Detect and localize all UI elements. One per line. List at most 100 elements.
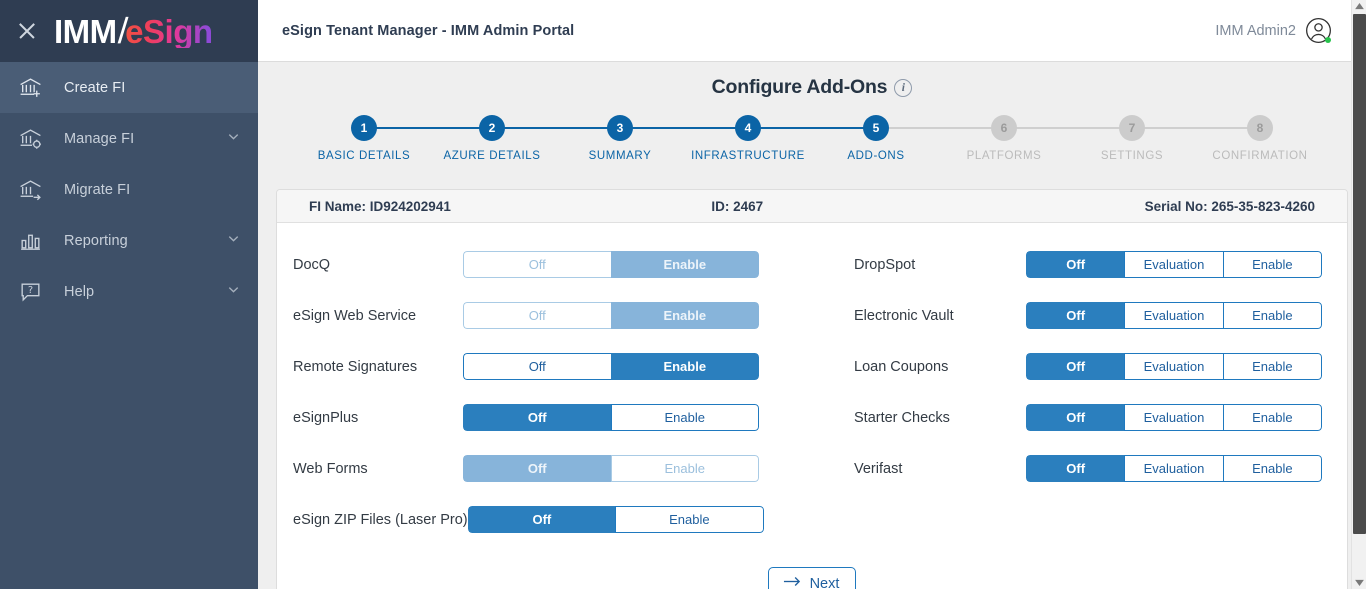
- addon-option-off: Off: [463, 455, 611, 482]
- stepper-step-number[interactable]: 2: [479, 115, 505, 141]
- addon-option-off[interactable]: Off: [1026, 302, 1125, 329]
- addon-option-off[interactable]: Off: [1026, 251, 1125, 278]
- addon-option-evaluation[interactable]: Evaluation: [1124, 455, 1223, 482]
- page-title: Configure Add-Ons i: [276, 62, 1348, 99]
- addon-option-enable[interactable]: Enable: [615, 506, 764, 533]
- addon-option-evaluation[interactable]: Evaluation: [1124, 302, 1223, 329]
- addon-option-off[interactable]: Off: [1026, 455, 1125, 482]
- addon-option-off[interactable]: Off: [1026, 404, 1125, 431]
- stepper-step-add-ons[interactable]: 5: [812, 115, 940, 141]
- sidebar-item-label: Help: [64, 283, 95, 300]
- addon-option-enable[interactable]: Enable: [1222, 353, 1322, 380]
- stepper-step-label: ADD-ONS: [847, 150, 905, 162]
- addon-label: Verifast: [854, 460, 903, 477]
- sidebar-item-label: Migrate FI: [64, 181, 131, 198]
- fi-info-bar: FI Name: ID924202941 ID: 2467 Serial No:…: [277, 190, 1347, 223]
- card-footer: Next: [277, 557, 1347, 589]
- stepper-step-basic-details[interactable]: 1: [300, 115, 428, 141]
- stepper-step-label: INFRASTRUCTURE: [691, 150, 805, 162]
- chevron-down-icon[interactable]: [226, 231, 242, 250]
- user-menu[interactable]: IMM Admin2: [1215, 17, 1332, 44]
- sidebar-item-migrate-fi[interactable]: Migrate FI: [0, 164, 258, 215]
- stepper-step-number[interactable]: 4: [735, 115, 761, 141]
- addon-option-evaluation[interactable]: Evaluation: [1124, 404, 1223, 431]
- info-icon[interactable]: i: [894, 78, 913, 97]
- stepper-step-label: CONFIRMATION: [1212, 150, 1308, 162]
- addon-option-off[interactable]: Off: [1026, 353, 1125, 380]
- page-header-title: eSign Tenant Manager - IMM Admin Portal: [282, 22, 575, 39]
- stepper-step-number[interactable]: 6: [991, 115, 1017, 141]
- addon-option-off[interactable]: Off: [467, 506, 616, 533]
- scroll-up-icon[interactable]: [1352, 0, 1366, 13]
- addon-option-enable[interactable]: Enable: [1222, 404, 1322, 431]
- sidebar-item-help[interactable]: ? Help: [0, 266, 258, 317]
- chevron-down-icon[interactable]: [226, 129, 242, 148]
- logo-imm-text: IMM: [54, 13, 117, 50]
- chevron-down-icon[interactable]: [226, 282, 242, 301]
- stepper-step-number[interactable]: 1: [351, 115, 377, 141]
- sidebar-item-create-fi[interactable]: Create FI: [0, 62, 258, 113]
- avatar[interactable]: [1305, 17, 1332, 44]
- addon-option-evaluation[interactable]: Evaluation: [1124, 251, 1223, 278]
- scrollbar-thumb[interactable]: [1353, 14, 1366, 534]
- bank-settings-icon: [18, 126, 52, 151]
- stepper-line-remaining: [876, 127, 1260, 129]
- addon-label: Web Forms: [293, 460, 368, 477]
- stepper-step-number[interactable]: 8: [1247, 115, 1273, 141]
- stepper-step-number[interactable]: 7: [1119, 115, 1145, 141]
- stepper-step-infrastructure[interactable]: 4: [684, 115, 812, 141]
- stepper-step-number[interactable]: 3: [607, 115, 633, 141]
- addon-label: Electronic Vault: [854, 307, 954, 324]
- sidebar-item-label: Create FI: [64, 79, 126, 96]
- stepper-step-settings[interactable]: 7: [1068, 115, 1196, 141]
- addon-option-evaluation[interactable]: Evaluation: [1124, 353, 1223, 380]
- addon-option-enable[interactable]: Enable: [610, 404, 759, 431]
- stepper-step-number[interactable]: 5: [863, 115, 889, 141]
- addon-option-enable[interactable]: Enable: [1222, 455, 1322, 482]
- addon-label: DropSpot: [854, 256, 916, 273]
- bar-chart-icon: [18, 228, 52, 253]
- addon-option-off[interactable]: Off: [463, 353, 611, 380]
- stepper-step-platforms[interactable]: 6: [940, 115, 1068, 141]
- next-button[interactable]: Next: [767, 567, 857, 589]
- addon-option-enable[interactable]: Enable: [1222, 251, 1322, 278]
- scroll-down-icon[interactable]: [1352, 576, 1366, 589]
- addon-option-enable: Enable: [610, 302, 759, 329]
- addons-card: FI Name: ID924202941 ID: 2467 Serial No:…: [276, 189, 1348, 589]
- help-question-icon: ?: [18, 279, 52, 304]
- close-icon[interactable]: [16, 20, 38, 42]
- stepper-step-azure-details[interactable]: 2: [428, 115, 556, 141]
- stepper-step-label: PLATFORMS: [966, 150, 1042, 162]
- addon-label: Loan Coupons: [854, 358, 949, 375]
- page-scrollbar[interactable]: [1351, 0, 1366, 589]
- page-title-text: Configure Add-Ons: [711, 76, 888, 98]
- topbar: eSign Tenant Manager - IMM Admin Portal …: [258, 0, 1366, 62]
- stepper-step-summary[interactable]: 3: [556, 115, 684, 141]
- sidebar-item-manage-fi[interactable]: Manage FI: [0, 113, 258, 164]
- addon-option-enable[interactable]: Enable: [1222, 302, 1322, 329]
- addon-option-off[interactable]: Off: [463, 404, 611, 431]
- addon-option-enable[interactable]: Enable: [610, 353, 759, 380]
- sidebar-item-reporting[interactable]: Reporting: [0, 215, 258, 266]
- stepper-step-confirmation[interactable]: 8: [1196, 115, 1324, 141]
